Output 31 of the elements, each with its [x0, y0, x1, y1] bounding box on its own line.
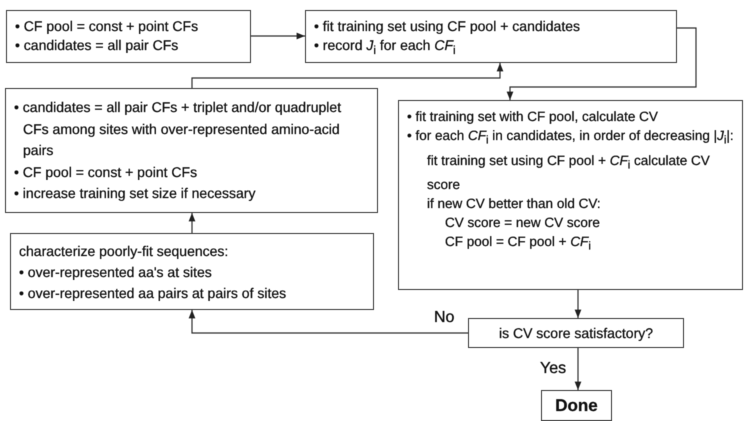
decision-box — [468, 318, 684, 348]
process-box — [398, 100, 743, 290]
node-text: Done — [555, 396, 598, 416]
node-text: CV score = new CV score — [444, 214, 601, 232]
process-box — [6, 10, 251, 63]
process-box — [305, 10, 677, 63]
bullet-item: • for each CF$_{i}$ in candidates, in order of decreasing |J$_{i}$|: — [407, 127, 734, 149]
bullet-item: • record J$_{i}$ for each CF$_{i}$ — [314, 36, 457, 59]
arrow — [574, 290, 582, 318]
bullet-item: • over-represented aa's at sites — [19, 263, 213, 282]
arrow — [251, 32, 305, 40]
bullet-item: • increase training set size if necessary — [14, 184, 256, 203]
terminal-box — [541, 390, 612, 421]
bullet-item: • fit training set using CF pool + candidates — [314, 17, 581, 36]
bullet-item: • fit training set with CF pool, calculate CV — [407, 108, 659, 126]
bullet-item: • candidates = all pair CFs — [15, 36, 180, 55]
arrow — [188, 213, 196, 233]
bullet-item: • CF pool = const + point CFs — [15, 17, 200, 36]
node-text: is CV score satisfactory? — [498, 324, 654, 342]
node-text: characterize poorly-fit sequences: — [19, 242, 230, 261]
node-text: if new CV better than old CV: — [426, 195, 602, 214]
arrow — [574, 348, 582, 390]
bullet-item: • over-represented aa pairs at pairs of sites — [19, 284, 288, 303]
arrow — [188, 310, 468, 334]
arrow — [506, 27, 697, 100]
arrow — [191, 63, 504, 88]
bullet-item: • CF pool = const + point CFs — [14, 162, 198, 182]
node-text: CF pool = CF pool + CF$_{i}$ — [444, 233, 592, 256]
bullet-item: • candidates = all pair CFs + triplet and/or quadruplet CFs among sites with over-represented amino-acid pairs — [14, 98, 342, 160]
process-box — [5, 88, 378, 213]
process-box — [10, 233, 374, 310]
